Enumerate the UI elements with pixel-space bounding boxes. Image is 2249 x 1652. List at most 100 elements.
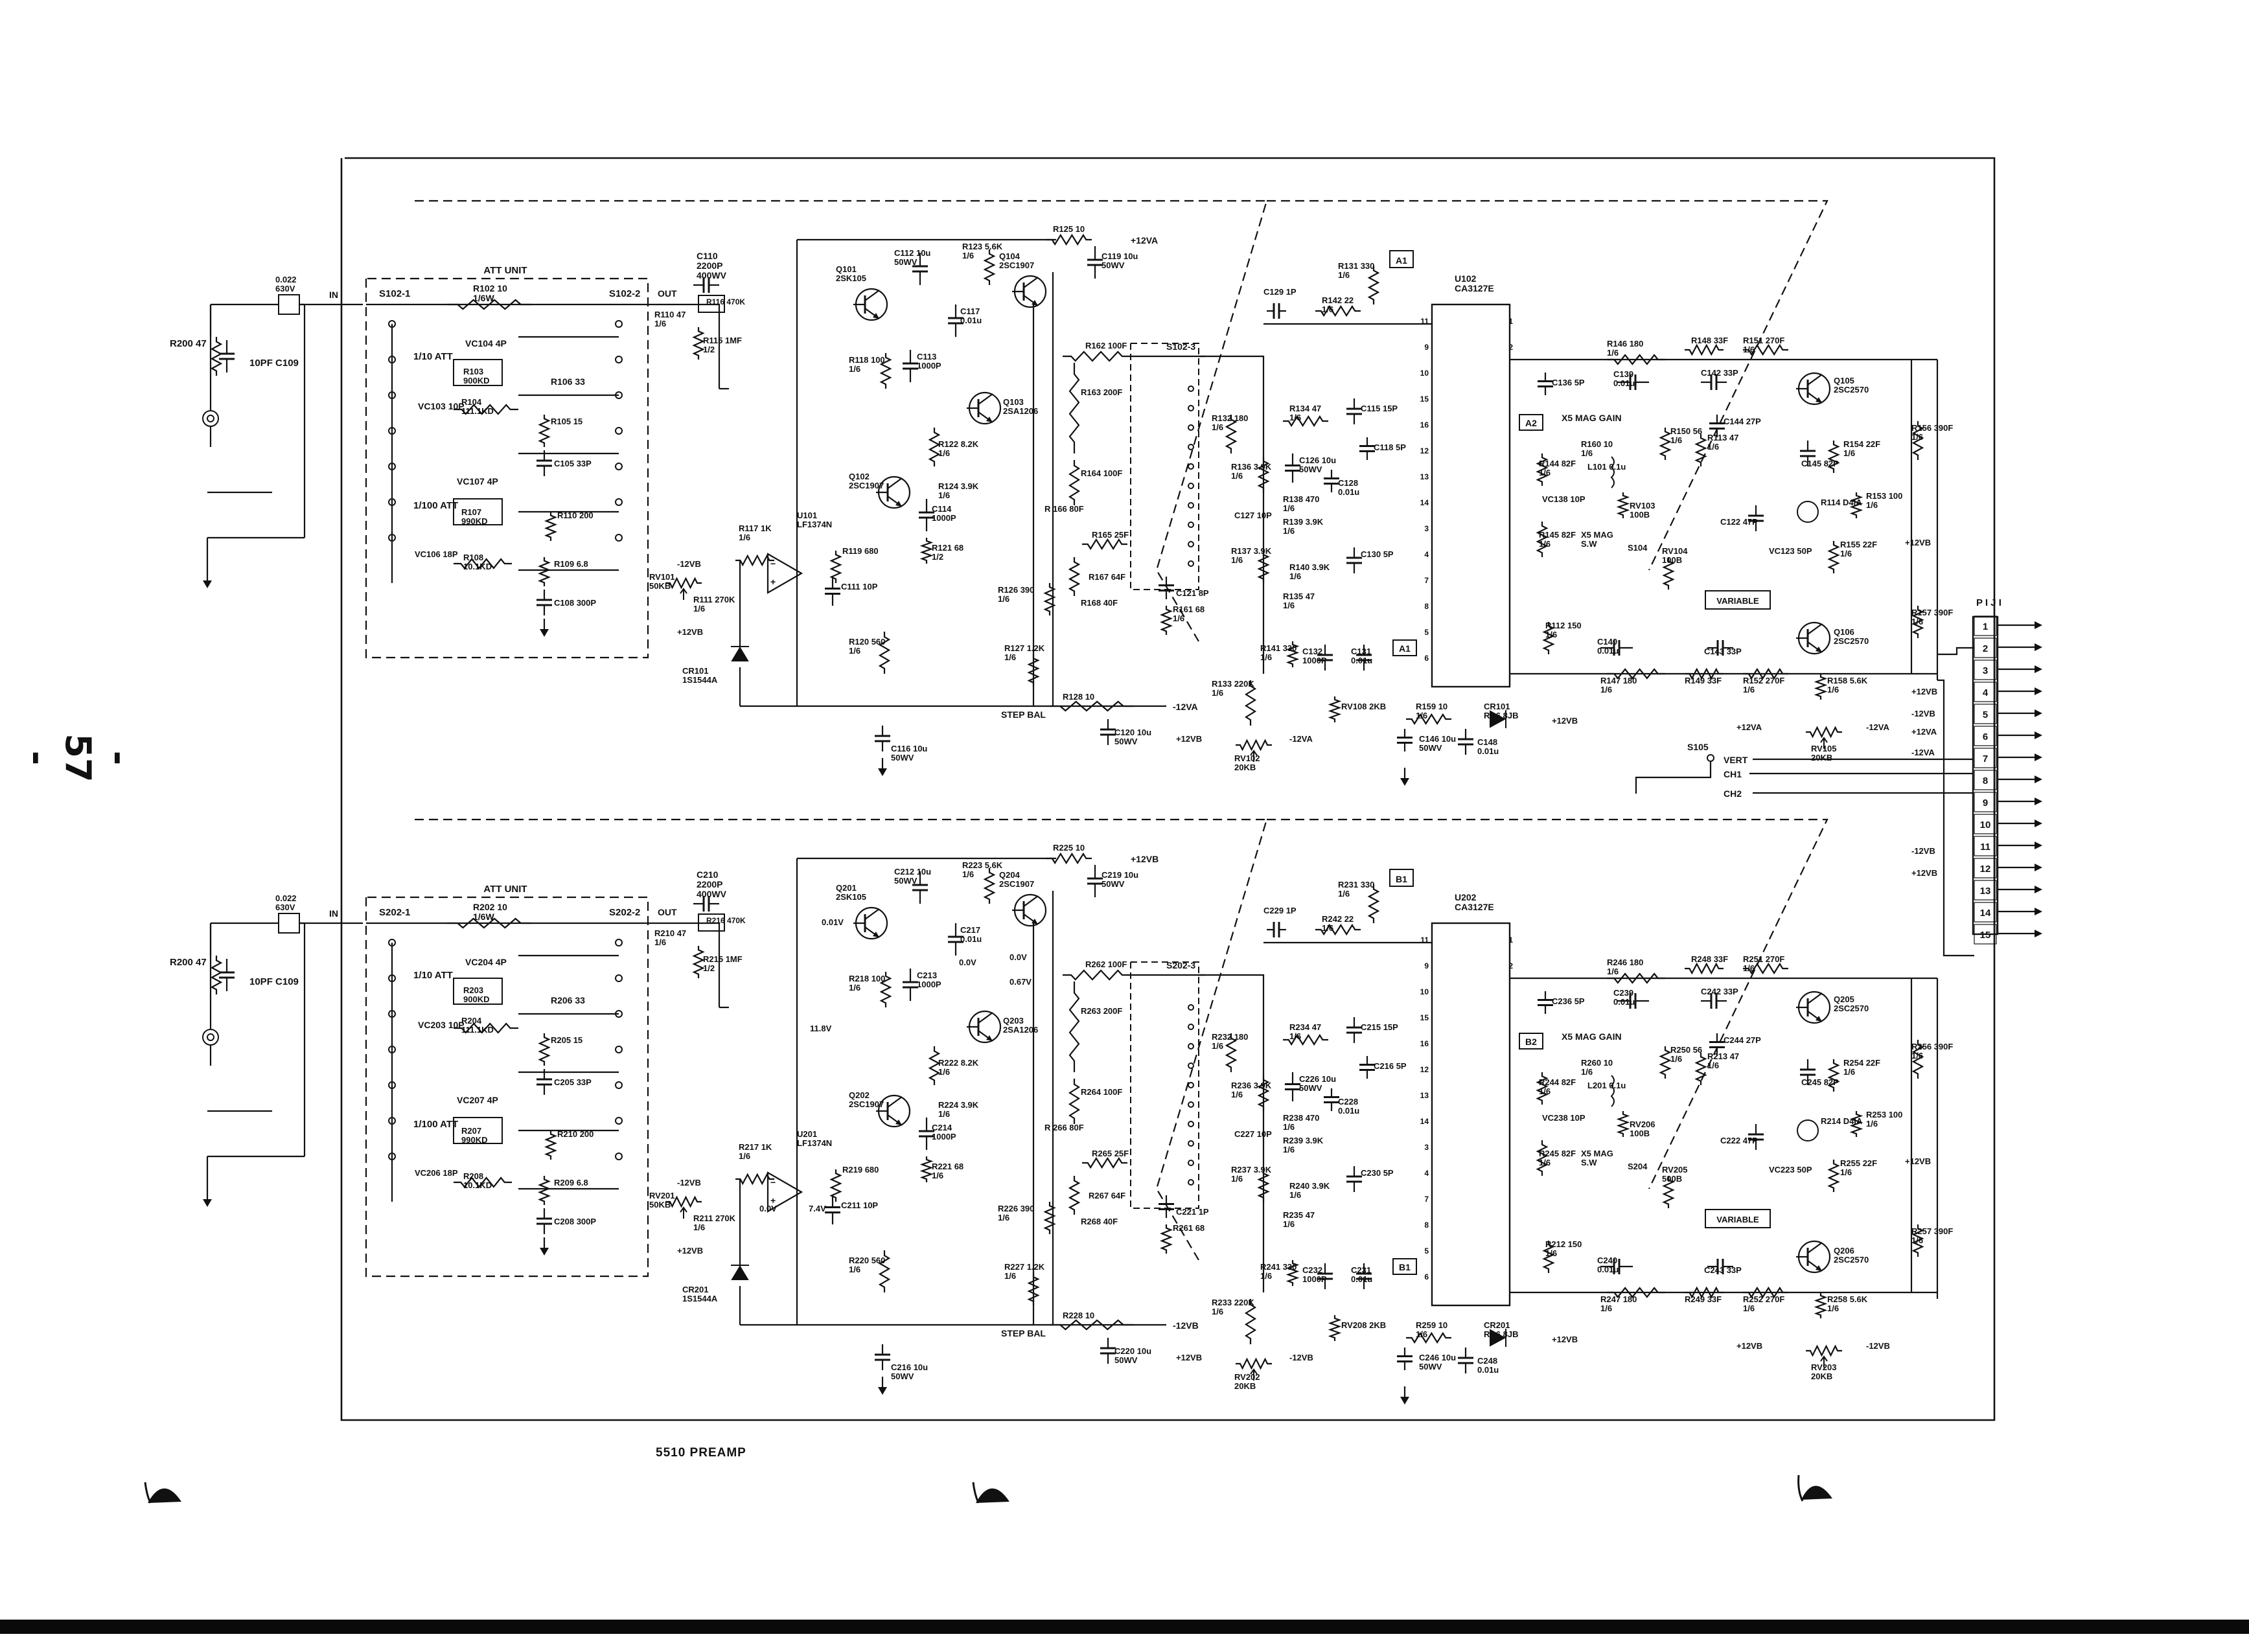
s102-3-contact [1188,1140,1194,1147]
part-label-line: 1/6W [473,293,494,303]
part-label-line: RV202 [1234,1372,1260,1382]
s102-3-contact [1188,405,1194,411]
part-label-line: 50WV [1419,1362,1442,1371]
att10-label: 1/10 ATT [413,351,453,362]
r133-resistor [1244,680,1257,726]
bottom-border-bar [0,1620,2249,1634]
r137-resistor [1257,1169,1270,1202]
part-label-line: R245 82F [1539,1149,1576,1158]
outer-frame [340,157,1996,1421]
u101-opamp: −+ [767,553,803,594]
part-label-line: 0.01u [1613,997,1635,1007]
l101-label: L101 0.1u [1587,462,1626,472]
part-label-line: C117 [960,306,980,316]
u102-pin-number: 2 [1508,961,1513,970]
u102-pin-number: 12 [1420,446,1429,455]
r163-label: R263 200F [1081,1006,1122,1016]
q105-transistor [1796,991,1831,1024]
part-label-line: 1/6 [849,1265,860,1274]
part-label-line: 1/6 [1600,685,1612,694]
c129-label: C229 1P [1263,906,1297,915]
att-contact-right [615,356,623,363]
att100-label: 1/100 ATT [413,500,458,511]
part-label-line: 20KB [1234,763,1256,772]
part-label-line: 1/6 [1289,1190,1301,1200]
part-label-line: U102 [1455,273,1477,284]
potentiometer-wiper [1250,1368,1258,1381]
part-label-line: R146 180 [1607,339,1643,349]
r125-label: R125 10 [1053,224,1085,234]
part-label-line: R160 10 [1581,439,1613,449]
rv104-pot [1662,557,1675,590]
part-label-line: R232 180 [1212,1032,1248,1042]
zener-supply-label: +12VB [1552,716,1578,726]
part-label-line: C146 10u [1419,734,1456,744]
r164-resistor [1068,1079,1081,1124]
rv105-pos-label: +12VB [1736,1341,1762,1351]
connector-pin-cell [1974,880,1997,901]
part-label-line: 111.1KD [461,1025,494,1035]
part-label-line: VC107 4P [457,476,498,487]
part-label-line: 2SA1206 [1003,1025,1038,1035]
rv108-label: RV108 2KB [1341,702,1386,711]
part-label-line: 1/6 [1338,889,1350,899]
part-label-line: R203 [463,985,483,995]
part-label-line: C108 300P [554,598,596,608]
r132-resistor [1225,415,1238,453]
connector-pin-arrow [2035,709,2042,717]
cr-zener [1490,1329,1506,1347]
part-label-line: R215 1MF [703,954,743,964]
r113-resistor [1694,434,1707,466]
part-label-line: 1/6 [1600,1303,1612,1313]
part-label-line: RV108 2KB [1341,702,1386,711]
s102-3-contact [1188,424,1194,431]
r110-resistor [544,1130,557,1160]
part-label-line: R259 10 [1416,1320,1447,1330]
part-label-line: C211 10P [841,1200,878,1210]
rv108-pot [1328,696,1342,722]
part-label-line: R134 47 [1289,404,1321,413]
s102-3-contact [1188,1121,1194,1127]
r168-resistor [1068,557,1081,596]
part-label-line: C131 [1351,647,1371,656]
part-label-line: R246 180 [1607,958,1643,967]
part-label-line: CR101 [682,666,708,676]
s102-3-label: S202-3 [1166,960,1195,970]
part-label-line: 1/6 [1212,422,1223,432]
c108-label: C208 300P [554,1217,596,1226]
part-label-line: 1/6 [1283,1219,1295,1229]
u102-pin-number: 10 [1420,369,1429,378]
test-point-label: B1 [1396,874,1407,884]
part-label-line: 1/6 [849,983,860,992]
u102-pin-number: 16 [1420,420,1429,430]
part-label-line: VC106 18P [415,549,458,559]
part-label-line: 20KB [1811,1371,1832,1381]
part-label-line: C244 27P [1724,1035,1761,1045]
rv101-pot [665,577,702,600]
part-label-line: R211 270K [693,1213,736,1223]
opamp-inverting-mark: − [770,558,776,569]
r162-label: R162 100F [1085,341,1127,350]
ground-symbol [203,580,212,588]
part-label-line: 1/6 [1338,270,1350,280]
input-coupling-cap-body [278,913,300,934]
part-label-line: R162 100F [1085,341,1127,350]
part-label-line: 10.1KD [463,562,492,571]
part-label-line: R242 22 [1322,914,1354,924]
part-label-line: C140 [1597,637,1617,647]
